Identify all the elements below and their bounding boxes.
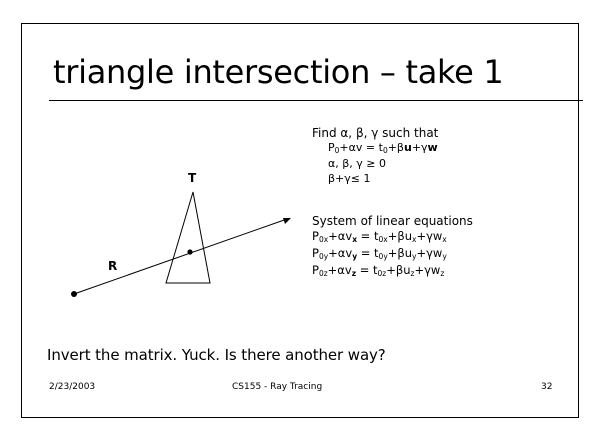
slide-title: triangle intersection – take 1 xyxy=(53,53,504,91)
sum-constraint: β+γ≤ 1 xyxy=(328,172,371,185)
footer-page-number: 32 xyxy=(541,382,553,392)
ray-plane-equation: P0+αv = t0+βu+γw xyxy=(328,141,438,155)
intersection-point xyxy=(187,249,193,255)
body-text: Invert the matrix. Yuck. Is there anothe… xyxy=(47,346,386,364)
footer-date: 2/23/2003 xyxy=(49,382,96,392)
ray-origin-point xyxy=(71,291,77,297)
find-statement: Find α, β, γ such that xyxy=(312,126,439,140)
ray-arrowhead xyxy=(283,218,291,224)
system-heading: System of linear equations xyxy=(312,214,473,228)
nonnegativity-constraint: α, β, γ ≥ 0 xyxy=(328,157,386,170)
title-underline xyxy=(49,100,583,101)
triangle-shape xyxy=(165,191,211,284)
ray-line xyxy=(73,218,288,295)
equation-row-z: P0z+αvz = t0z+βuz+γwz xyxy=(312,263,445,278)
triangle-label: T xyxy=(188,171,197,185)
slide-border xyxy=(21,23,579,418)
equation-row-y: P0y+αvy = t0y+βuy+γwy xyxy=(312,246,447,261)
equation-row-x: P0x+αvx = t0x+βux+γwx xyxy=(312,229,447,244)
footer-course: CS155 - Ray Tracing xyxy=(232,382,323,392)
ray-label: R xyxy=(108,259,117,273)
